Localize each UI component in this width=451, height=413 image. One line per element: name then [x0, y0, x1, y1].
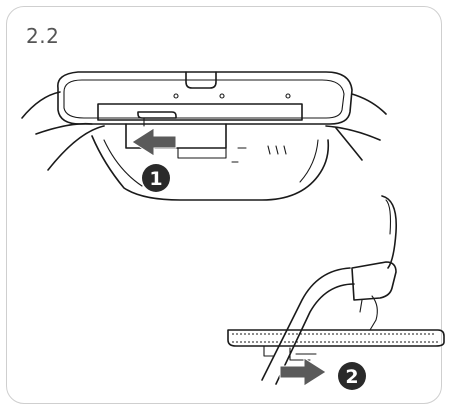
- slide-left-arrow: [131, 127, 177, 157]
- callout-badge-2: 2: [338, 362, 366, 390]
- tray-underside-view: [21, 71, 387, 201]
- tray-side-view: [227, 195, 445, 385]
- callout-badge-2-number: 2: [345, 366, 358, 388]
- step-number-label: 2.2: [26, 24, 60, 48]
- callout-badge-1: 1: [142, 164, 170, 192]
- callout-badge-1-number: 1: [149, 168, 162, 190]
- pull-right-arrow: [279, 357, 327, 387]
